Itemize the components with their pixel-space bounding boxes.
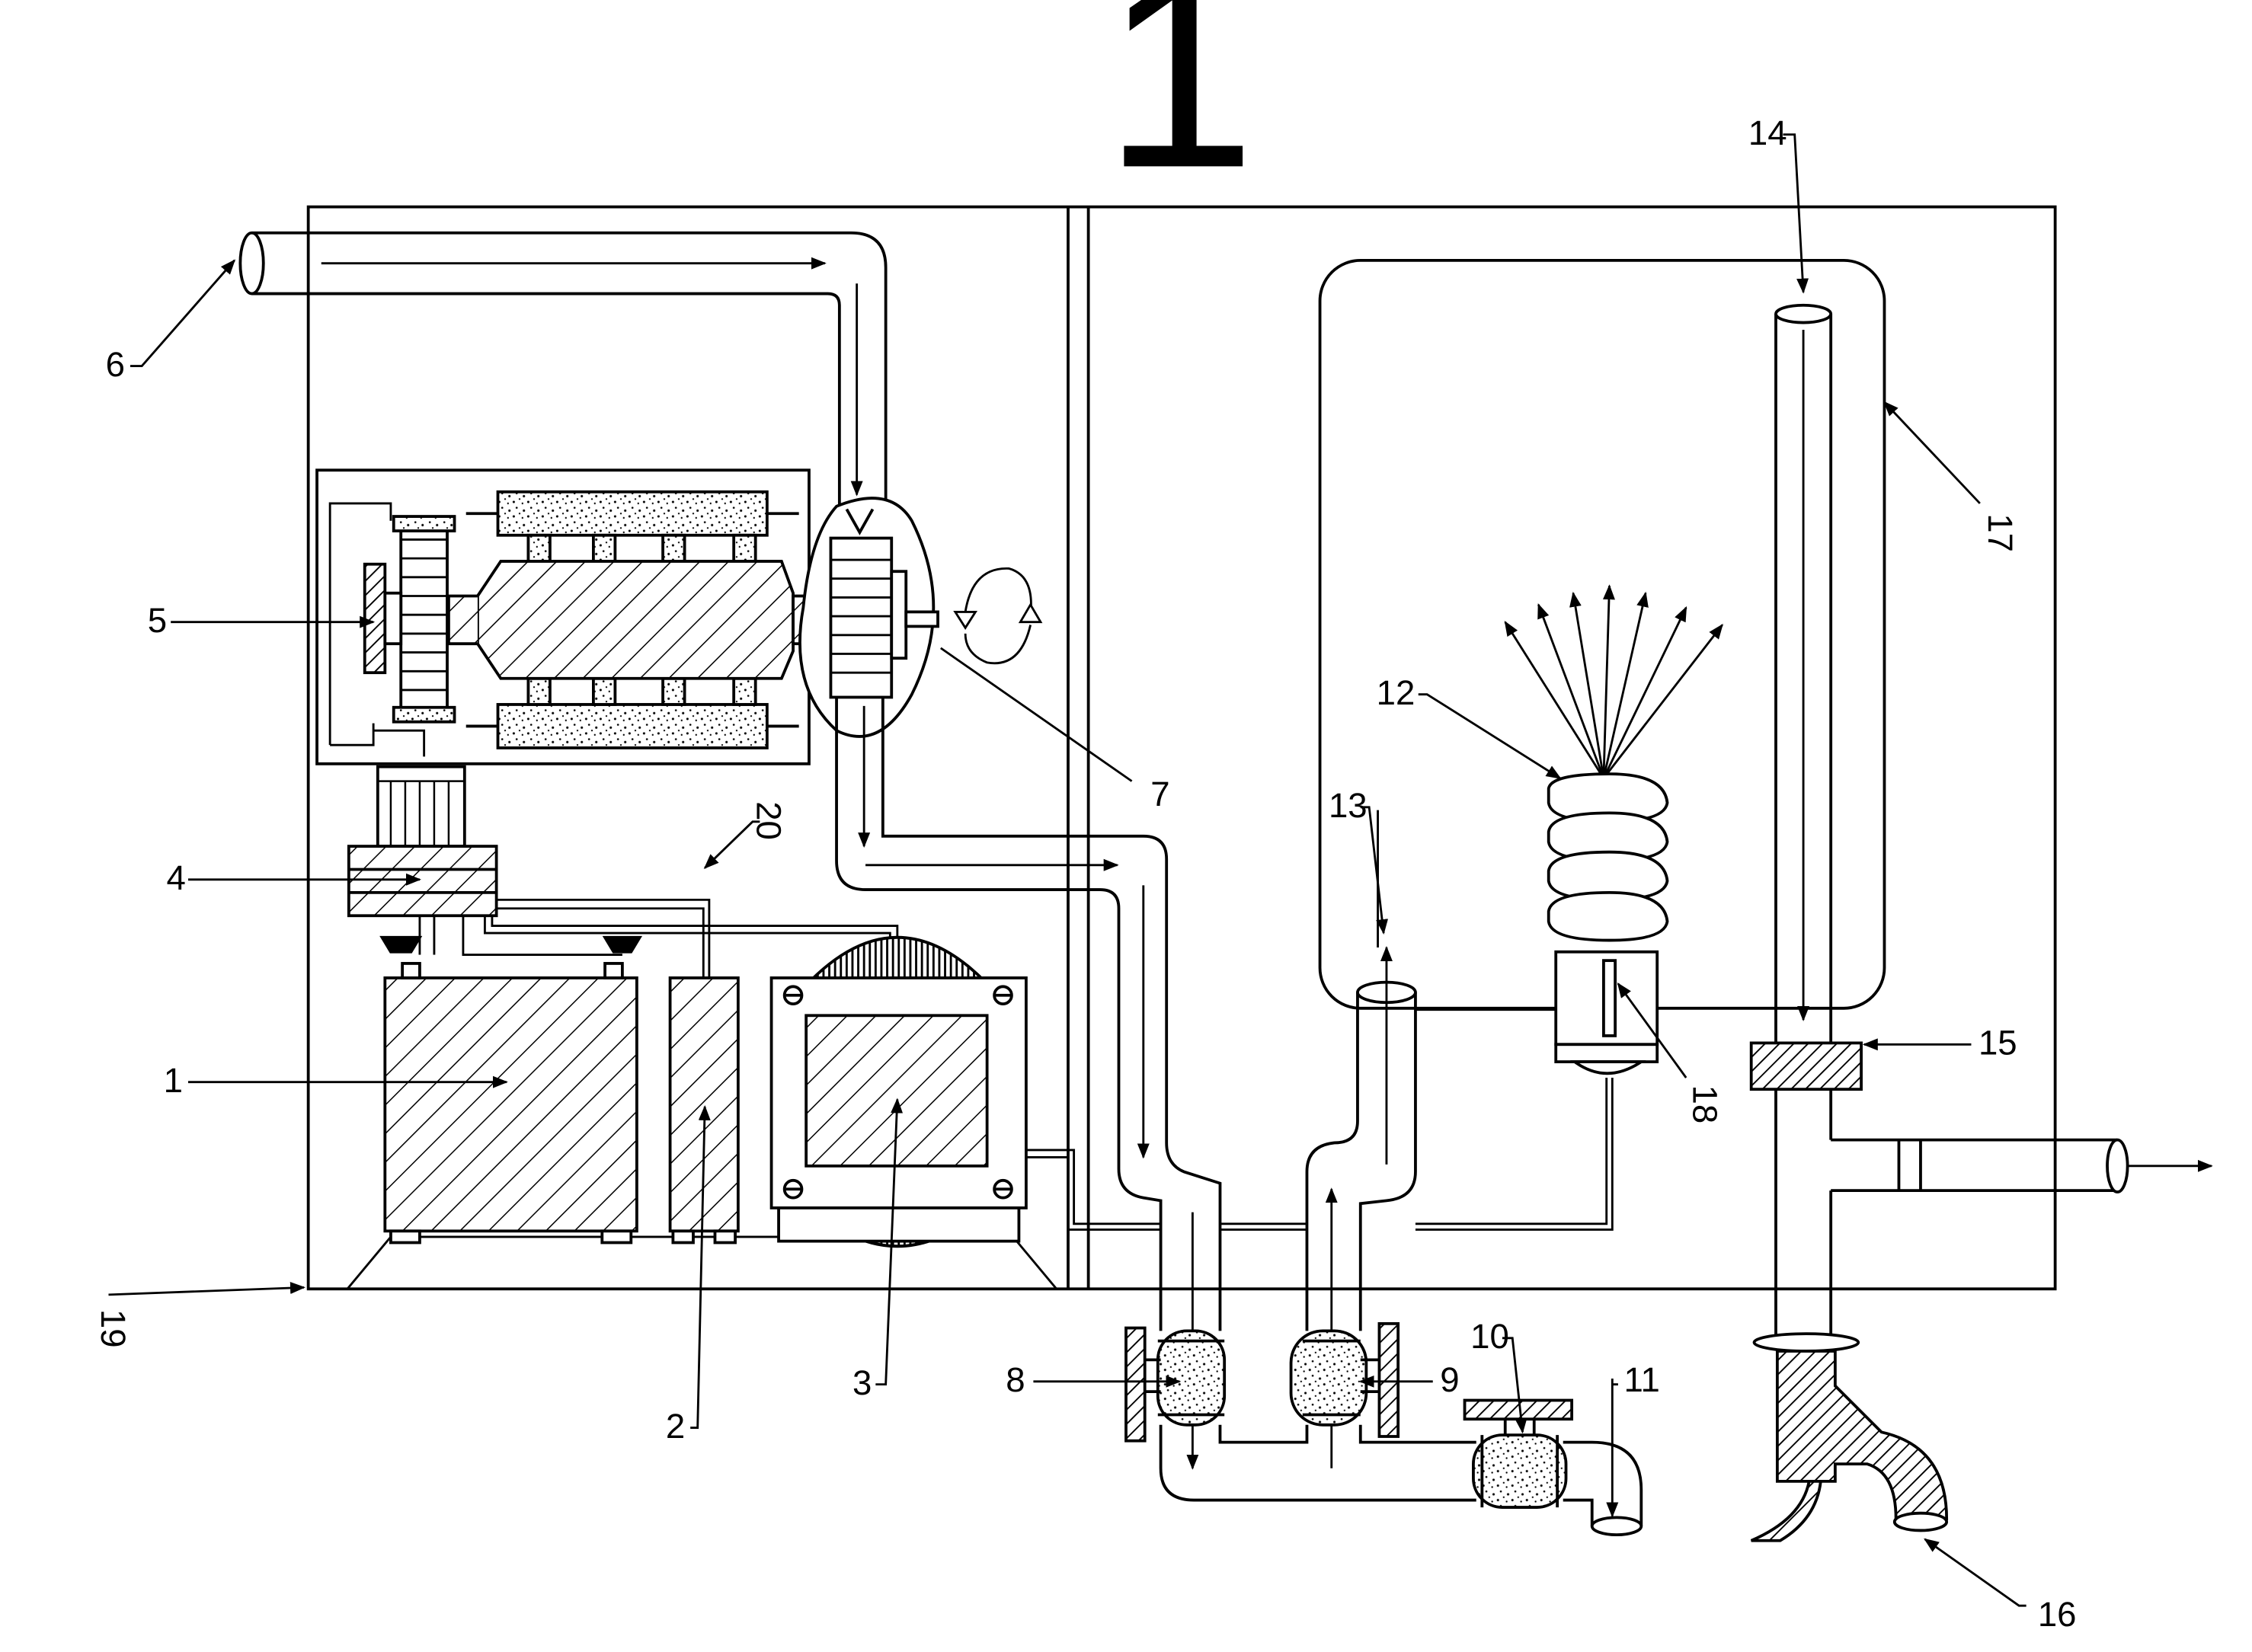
housing [306,205,2057,1291]
valve-9 [1289,1321,1400,1438]
label-2: 2 [666,1407,685,1446]
turbine-generator [315,468,831,765]
label-20: 20 [750,801,789,840]
label-7: 7 [1150,775,1169,813]
regulator [347,765,498,918]
reference-numerals: 6 5 7 4 20 1 2 3 19 8 9 10 11 12 13 14 1… [94,113,2077,1634]
label-12: 12 [1377,673,1415,712]
label-5: 5 [148,601,167,640]
capacitor [668,976,740,1245]
label-18: 18 [1686,1085,1725,1123]
label-16: 16 [2038,1595,2077,1634]
battery [379,935,643,1245]
label-8: 8 [1006,1360,1025,1399]
filter [1749,1041,1863,1091]
label-11: 11 [1624,1360,1660,1399]
label-10: 10 [1470,1317,1509,1356]
label-15: 15 [1978,1024,2017,1062]
leader-lines [108,133,2026,1607]
impeller-housing [798,497,1043,738]
valve-8 [1124,1326,1227,1443]
label-3: 3 [852,1363,872,1402]
wiring [373,729,1614,1231]
label-9: 9 [1440,1360,1459,1399]
label-13: 13 [1329,786,1368,825]
outlet-pipe [1774,303,2213,1338]
uv-lamp [1504,584,1723,1075]
label-1: 1 [164,1061,183,1100]
tank-inlet-pipe [1305,810,1417,1468]
valve-10 [1463,1398,1574,1509]
label-4: 4 [166,858,185,897]
transformer [769,935,1028,1248]
label-14: 14 [1748,113,1787,152]
label-19: 19 [94,1309,133,1348]
label-6: 6 [106,345,125,384]
inlet-pipe [238,231,888,514]
water-tap [1750,1332,1949,1542]
bottom-pipework [1159,1379,1643,1537]
label-17: 17 [1981,513,2020,552]
figure-title: 1 [1103,0,1256,225]
